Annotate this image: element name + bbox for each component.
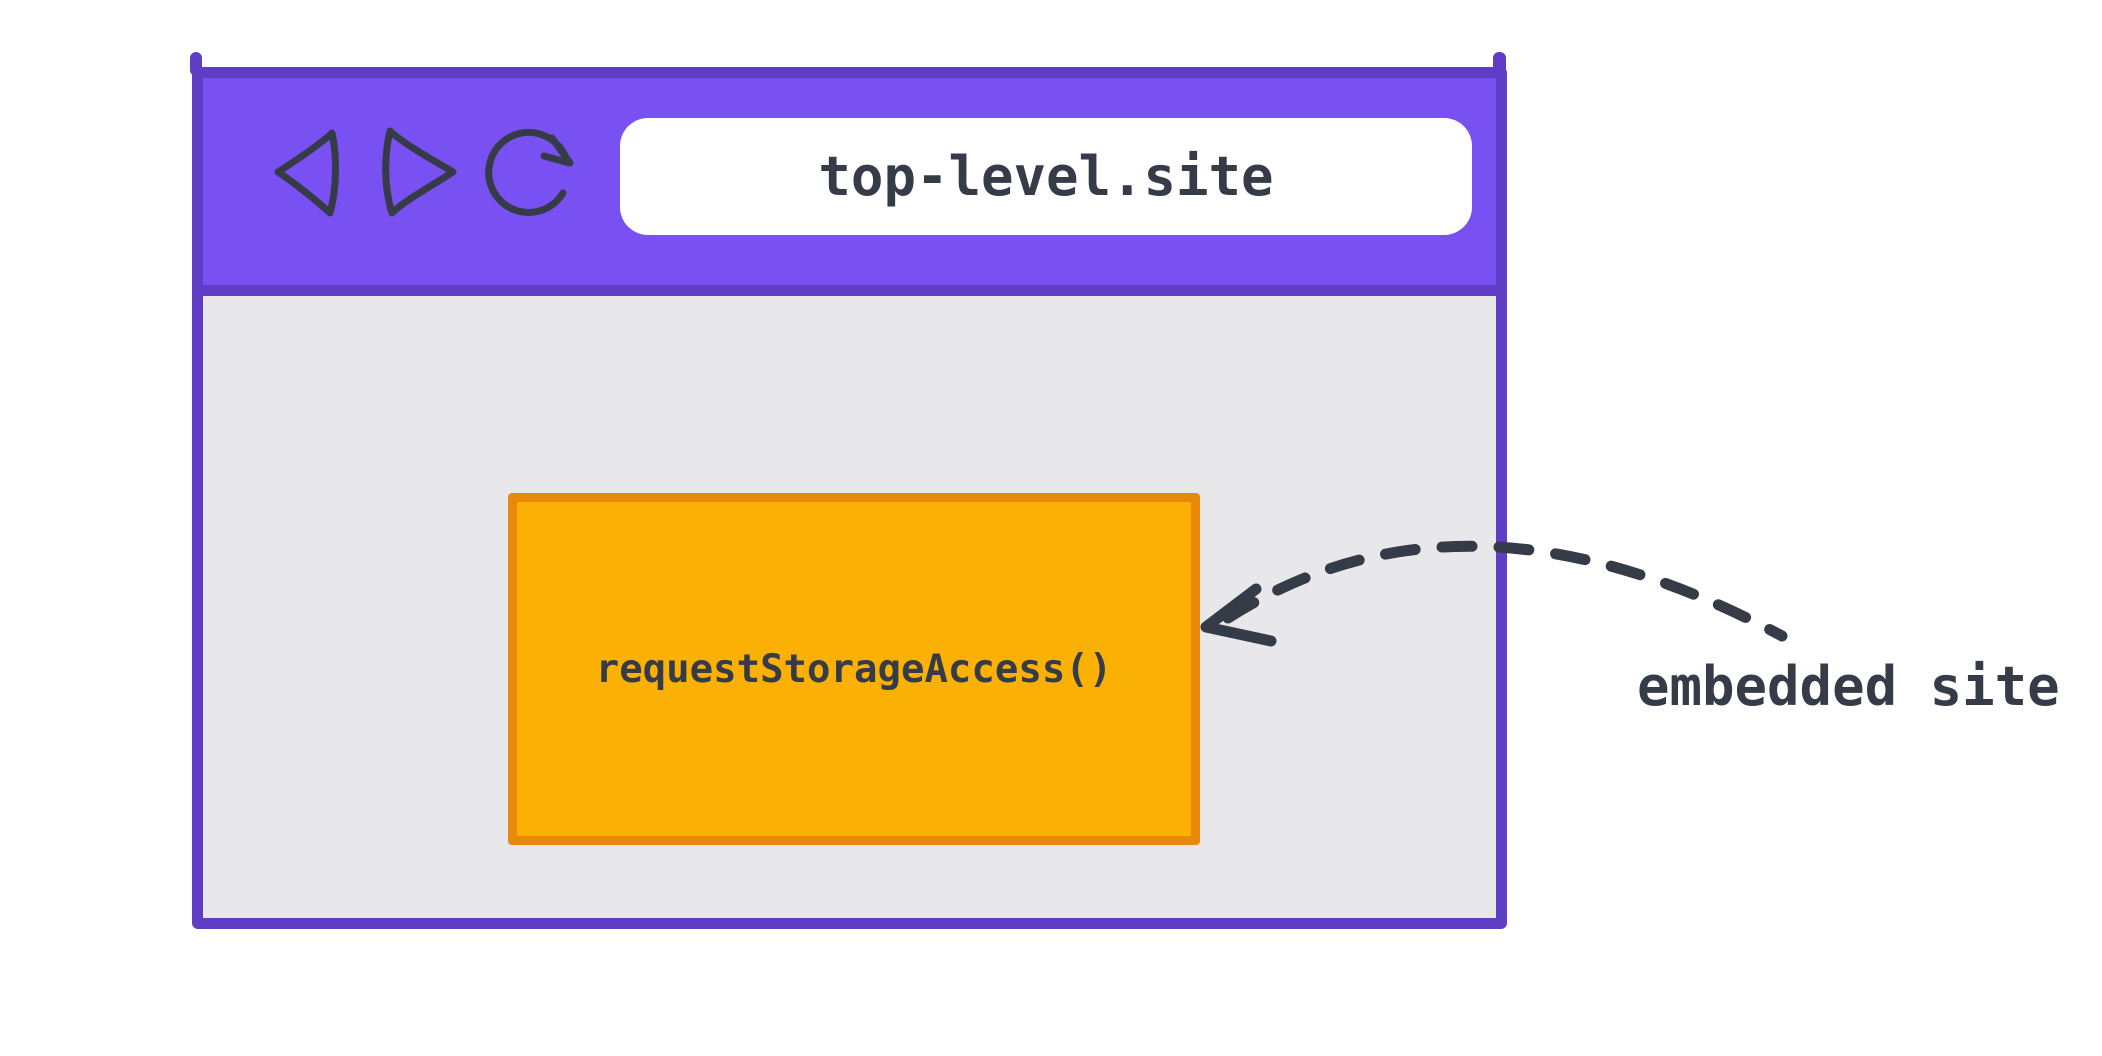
url-text: top-level.site	[818, 145, 1274, 208]
toolbar-nav-icons	[263, 118, 603, 248]
page-content: requestStorageAccess()	[203, 296, 1496, 918]
back-icon[interactable]	[274, 129, 339, 217]
embedded-site-label: embedded site	[1637, 655, 2060, 718]
embedded-site-frame[interactable]: requestStorageAccess()	[508, 493, 1200, 845]
forward-icon[interactable]	[382, 127, 457, 217]
reload-icon[interactable]	[485, 128, 574, 216]
address-bar[interactable]: top-level.site	[620, 118, 1472, 235]
browser-toolbar: top-level.site	[203, 78, 1496, 296]
browser-window: top-level.site requestStorageAccess()	[192, 67, 1507, 929]
request-storage-access-label: requestStorageAccess()	[595, 646, 1113, 692]
